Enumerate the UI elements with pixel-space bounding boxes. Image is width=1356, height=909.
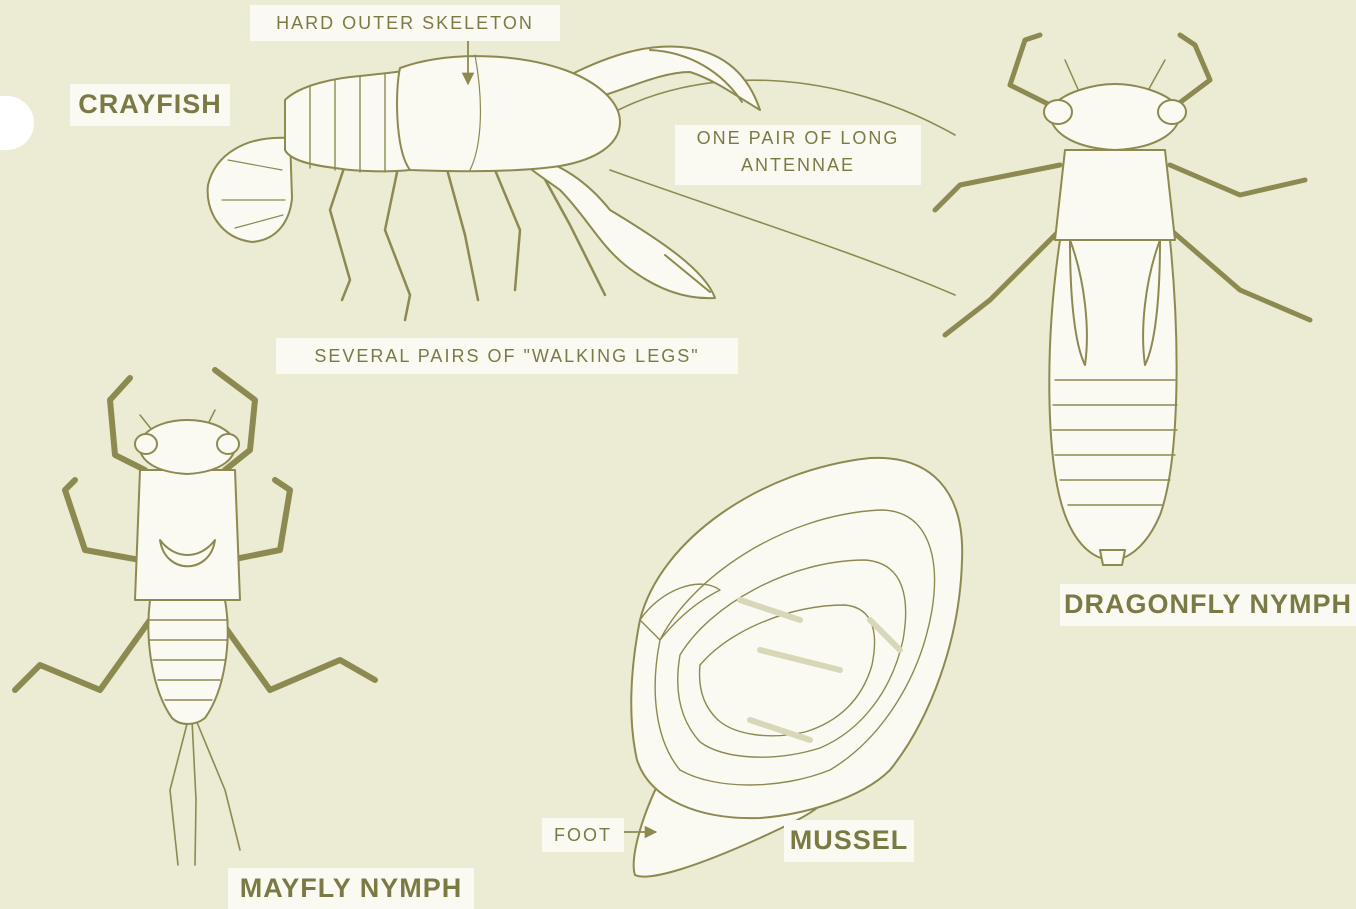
dragonfly-nymph-label: DRAGONFLY NYMPH [1060, 584, 1356, 626]
long-antennae-label: ONE PAIR OF LONG ANTENNAE [675, 125, 921, 185]
foot-label: FOOT [542, 818, 624, 852]
mayfly-nymph-label: MAYFLY NYMPH [228, 868, 474, 909]
walking-legs-label: SEVERAL PAIRS OF "WALKING LEGS" [276, 338, 738, 374]
crayfish-label: CRAYFISH [70, 84, 230, 126]
mussel-label: MUSSEL [784, 820, 914, 862]
hard-outer-skeleton-label: HARD OUTER SKELETON [250, 5, 560, 41]
mussel-drawing [631, 458, 962, 877]
dragonfly-nymph-drawing [935, 35, 1310, 565]
mayfly-nymph-drawing [15, 370, 375, 865]
